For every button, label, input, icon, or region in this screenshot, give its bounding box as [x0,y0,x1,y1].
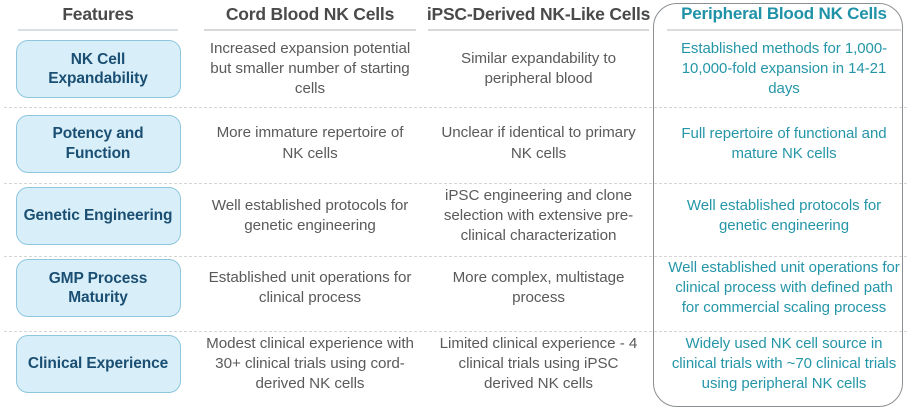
cell-ipsc-derived: iPSC engineering and clone selection wit… [424,180,653,252]
row-separator [4,256,907,257]
column-header-label: Features [62,3,134,24]
cell-text: Established unit operations for clinical… [208,268,412,306]
column-header-ipsc-derived: iPSC-Derived NK-Like Cells [424,0,653,31]
column-header-cord-blood: Cord Blood NK Cells [196,0,424,31]
cell-cord-blood: Well established protocols for genetic e… [196,180,424,252]
cell-text: Increased expansion potential but smalle… [209,39,411,98]
cell-peripheral-blood: Well established unit operations for cli… [653,252,915,324]
row-separator [4,331,907,332]
cell-peripheral-blood: Widely used NK cell source in clinical t… [653,324,915,404]
cell-peripheral-blood: Well established protocols for genetic e… [653,180,915,252]
cell-cord-blood: Established unit operations for clinical… [196,252,424,324]
cell-text: More immature repertoire of NK cells [216,124,404,162]
row-separator [4,107,907,108]
cell-text: Well established protocols for genetic e… [686,197,882,234]
feature-pill-genetic-engineering: Genetic Engineering [15,187,181,245]
column-header-peripheral-blood: Peripheral Blood NK Cells [653,0,915,31]
cell-text: Full repertoire of functional and mature… [681,124,887,162]
cell-text: More complex, multistage process [452,268,625,306]
cell-text: Established methods for 1,000-10,000-fol… [680,40,888,97]
feature-pill-gmp-process-maturity: GMP Process Maturity [15,259,181,317]
feature-pill-potency-and-function: Potency and Function [15,114,181,173]
cell-text: iPSC engineering and clone selection wit… [443,186,634,245]
cell-cord-blood: Increased expansion potential but smalle… [196,31,424,107]
cell-cord-blood: More immature repertoire of NK cells [196,107,424,180]
cell-text: Widely used NK cell source in clinical t… [671,335,897,392]
cell-text: Similar expandability to peripheral bloo… [461,49,616,87]
cell-ipsc-derived: Limited clinical experience - 4 clinical… [424,324,653,404]
table-row: GMP Process Maturity [0,252,196,324]
cell-ipsc-derived: More complex, multistage process [424,252,653,324]
table-row: Genetic Engineering [0,180,196,252]
feature-label: GMP Process Maturity [48,269,148,306]
cell-ipsc-derived: Similar expandability to peripheral bloo… [424,31,653,107]
feature-label: Clinical Experience [27,355,169,373]
cell-text: Well established unit operations for cli… [668,259,900,316]
cell-text: Well established protocols for genetic e… [211,196,409,234]
row-separator [4,183,907,184]
cell-text: Limited clinical experience - 4 clinical… [439,334,638,393]
cell-cord-blood: Modest clinical experience with 30+ clin… [196,324,424,404]
column-header-label: Peripheral Blood NK Cells [681,4,887,24]
table-row: Clinical Experience [0,324,196,404]
table-row: Potency and Function [0,107,196,180]
column-header-features: Features [0,0,196,31]
feature-pill-clinical-experience: Clinical Experience [15,335,181,393]
cell-ipsc-derived: Unclear if identical to primary NK cells [424,107,653,180]
feature-pill-nk-cell-expandability: NK Cell Expandability [15,40,181,98]
cell-text: Unclear if identical to primary NK cells [441,124,636,162]
feature-label: NK Cell Expandability [48,50,148,87]
cell-peripheral-blood: Established methods for 1,000-10,000-fol… [653,31,915,107]
cell-peripheral-blood: Full repertoire of functional and mature… [653,107,915,180]
feature-label: Genetic Engineering [23,207,173,225]
column-header-label: iPSC-Derived NK-Like Cells [426,3,651,24]
column-header-label: Cord Blood NK Cells [225,3,395,24]
feature-label: Potency and Function [52,125,144,162]
table-row: NK Cell Expandability [0,31,196,107]
cell-text: Modest clinical experience with 30+ clin… [206,334,414,393]
